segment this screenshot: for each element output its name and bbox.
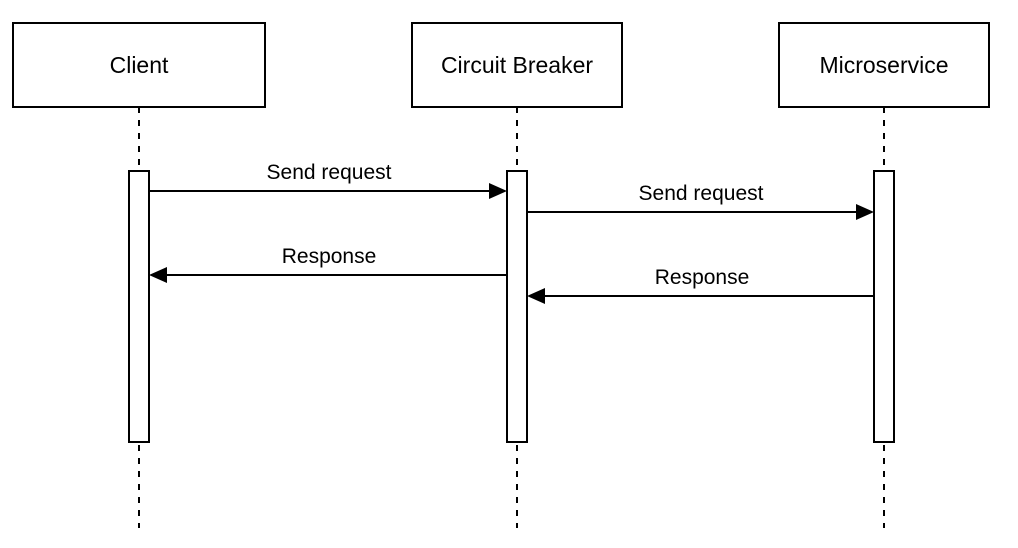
message-label: Send request [267,161,392,184]
participant-circuit-breaker[interactable]: Circuit Breaker [411,22,623,108]
message-label: Response [655,266,750,289]
participant-microservice[interactable]: Microservice [778,22,990,108]
arrowhead-left-icon [527,288,545,304]
message-label: Send request [639,182,764,205]
message-response-microservice-to-breaker: Response [527,266,874,304]
participant-label-client: Client [110,52,169,78]
message-send-request-breaker-to-microservice: Send request [527,182,874,220]
participant-client[interactable]: Client [12,22,266,108]
activation-circuit-breaker [506,170,528,443]
activation-client [128,170,150,443]
message-send-request-client-to-breaker: Send request [149,161,507,199]
participant-label-circuit-breaker: Circuit Breaker [441,52,593,78]
activation-microservice [873,170,895,443]
arrowhead-right-icon [489,183,507,199]
message-response-breaker-to-client: Response [149,245,507,283]
arrowhead-left-icon [149,267,167,283]
participant-label-microservice: Microservice [819,52,948,78]
arrowhead-right-icon [856,204,874,220]
message-label: Response [282,245,377,268]
